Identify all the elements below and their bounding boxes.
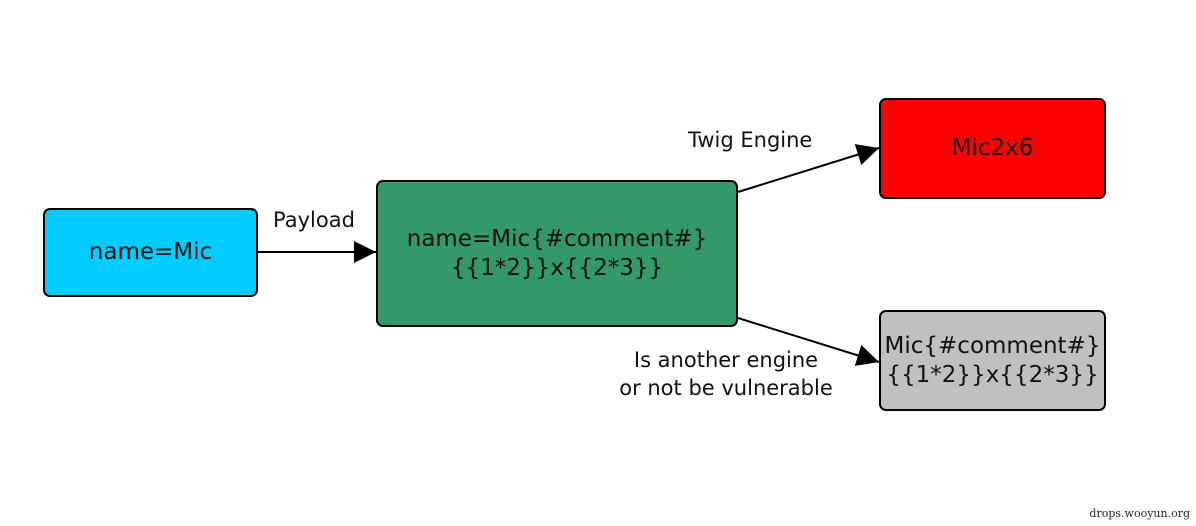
edge-label-other-engine: Is another engine or not be vulnerable: [598, 346, 854, 402]
node-twig-line-1: Mic2x6: [951, 135, 1034, 161]
edge-label-twig-engine: Twig Engine: [688, 128, 813, 152]
node-twig-result: Mic2x6: [879, 98, 1106, 199]
node-input-name: name=Mic: [43, 208, 258, 297]
node-payload-line-2: {{1*2}}x{{2*3}}: [450, 254, 664, 281]
node-other-line-1: Mic{#comment#}: [884, 332, 1101, 359]
edge-payload-to-other: [737, 317, 880, 366]
node-input-line-1: name=Mic: [88, 239, 213, 265]
node-other-line-2: {{1*2}}x{{2*3}}: [886, 361, 1099, 388]
edge-payload-to-twig: [737, 144, 880, 193]
node-payload-line-1: name=Mic{#comment#}: [406, 225, 708, 252]
node-payload: name=Mic{#comment#} {{1*2}}x{{2*3}}: [376, 180, 738, 327]
edge-label-other-line-1: Is another engine: [633, 348, 819, 372]
node-other-result: Mic{#comment#} {{1*2}}x{{2*3}}: [879, 310, 1106, 411]
edge-label-payload: Payload: [273, 208, 355, 232]
edge-label-other-line-2: or not be vulnerable: [619, 376, 833, 400]
watermark-text: drops.wooyun.org: [1089, 507, 1190, 520]
